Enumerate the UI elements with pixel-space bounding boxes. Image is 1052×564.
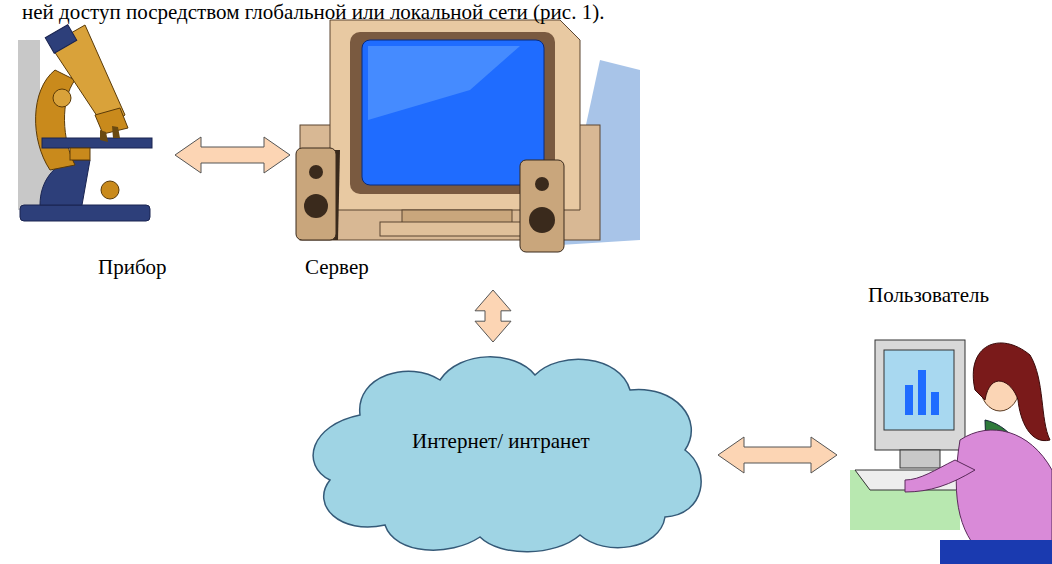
user-picture <box>850 340 1052 564</box>
microscope-picture <box>18 25 152 221</box>
server-node: Сервер <box>293 15 605 287</box>
network-cloud: Интернет/ интранет <box>300 345 715 560</box>
user-node: Пользователь <box>840 280 1052 564</box>
node-label: Интернет/ интранет <box>412 429 602 454</box>
instrument-node: Прибор <box>0 22 172 290</box>
block-arrow <box>175 137 290 173</box>
node-label: Сервер <box>305 255 369 280</box>
node-label: Прибор <box>98 255 167 280</box>
node-label: Пользователь <box>868 283 989 308</box>
block-arrow <box>475 290 511 342</box>
block-arrow <box>718 437 837 473</box>
computer-picture <box>296 20 640 252</box>
caption-text: ней доступ посредством глобальной или ло… <box>22 0 604 25</box>
